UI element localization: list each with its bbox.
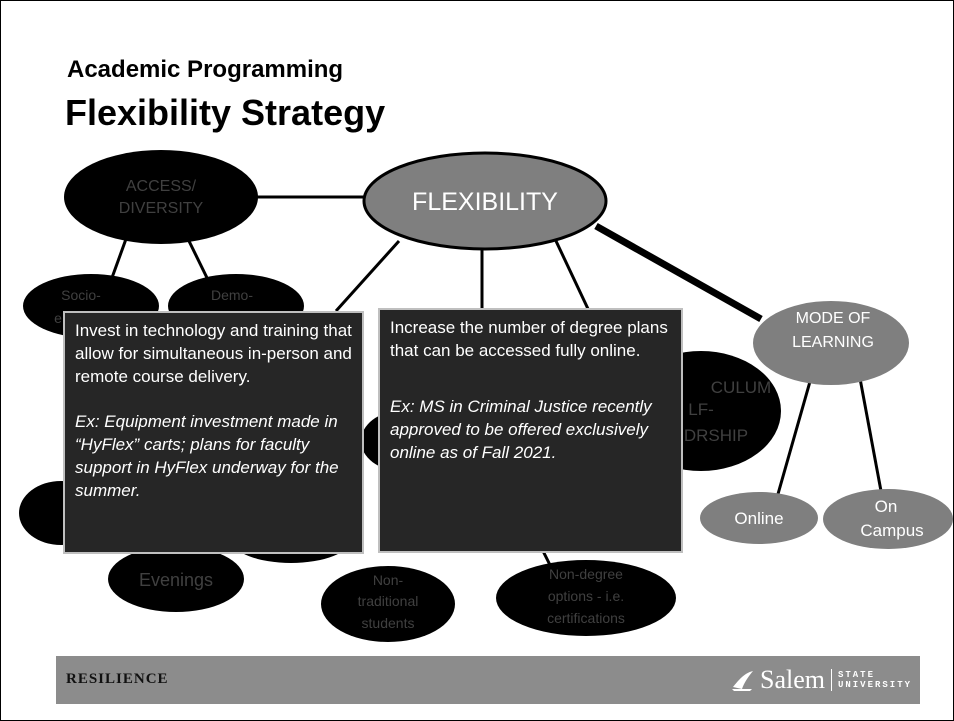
line-mode-online: [774, 370, 815, 502]
logo-subtitle: STATE UNIVERSITY: [838, 670, 912, 690]
logo-name: Salem: [759, 665, 825, 694]
label-nontrad-2: traditional: [358, 593, 419, 609]
line-flex-mode: [594, 222, 763, 323]
label-curriculum-3: DRSHIP: [684, 426, 748, 445]
callout-left-text: Invest in technology and training that a…: [75, 321, 352, 386]
callout-left: Invest in technology and training that a…: [63, 311, 364, 554]
label-nontrad-1: Non-: [373, 572, 404, 588]
callout-right-example: Ex: MS in Criminal Justice recently appr…: [390, 397, 652, 462]
label-evenings: Evenings: [139, 570, 213, 590]
callout-right: Increase the number of degree plans that…: [378, 308, 683, 553]
node-on-campus: [823, 489, 953, 549]
label-flexibility: FLEXIBILITY: [412, 188, 558, 216]
label-nondegree-1: Non-degree: [549, 566, 623, 582]
node-mode-of-learning: [753, 301, 909, 385]
logo-sub-line2: UNIVERSITY: [837, 680, 912, 690]
label-nontrad-3: students: [362, 615, 415, 631]
label-online: Online: [734, 509, 783, 528]
label-nondegree-3: certifications: [547, 610, 625, 626]
label-socio: Socio-: [61, 287, 101, 303]
slide-title-line2: Flexibility Strategy: [65, 92, 386, 133]
label-nondegree-2: options - i.e.: [548, 588, 624, 604]
callout-right-text: Increase the number of degree plans that…: [390, 318, 668, 360]
node-nondegree: [496, 560, 676, 636]
label-socio-frag: e: [54, 310, 62, 326]
label-curriculum-2: LF-: [688, 400, 714, 419]
label-mode-1: MODE OF: [796, 310, 871, 327]
label-mode-2: LEARNING: [792, 334, 874, 351]
slide-title-line1: Academic Programming: [67, 56, 344, 83]
line-flex-left: [334, 239, 401, 313]
line-flex-right: [554, 240, 591, 312]
logo-divider: [830, 669, 832, 691]
footer-label: RESILIENCE: [66, 671, 169, 687]
node-nontraditional: [321, 566, 455, 642]
university-logo: Salem STATE UNIVERSITY: [730, 664, 912, 696]
node-online: [700, 492, 818, 544]
line-mode-campus: [857, 372, 883, 492]
label-on-campus-1: On: [875, 497, 898, 516]
footer-bar: RESILIENCE Salem STATE UNIVERSITY: [56, 656, 920, 704]
label-on-campus-2: Campus: [860, 521, 923, 540]
node-access-diversity: [64, 150, 258, 244]
label-access-2: DIVERSITY: [119, 200, 204, 217]
logo-sub-line1: STATE: [837, 670, 875, 680]
salem-sail-logo-icon: [731, 671, 753, 691]
label-curriculum-1: CULUM: [711, 378, 771, 397]
node-evenings: [108, 546, 244, 612]
label-demo: Demo-: [211, 287, 253, 303]
label-access-1: ACCESS/: [126, 178, 197, 195]
callout-left-example: Ex: Equipment investment made in “HyFlex…: [75, 412, 339, 500]
node-flexibility: [362, 151, 608, 251]
connector-lines: [107, 195, 883, 568]
